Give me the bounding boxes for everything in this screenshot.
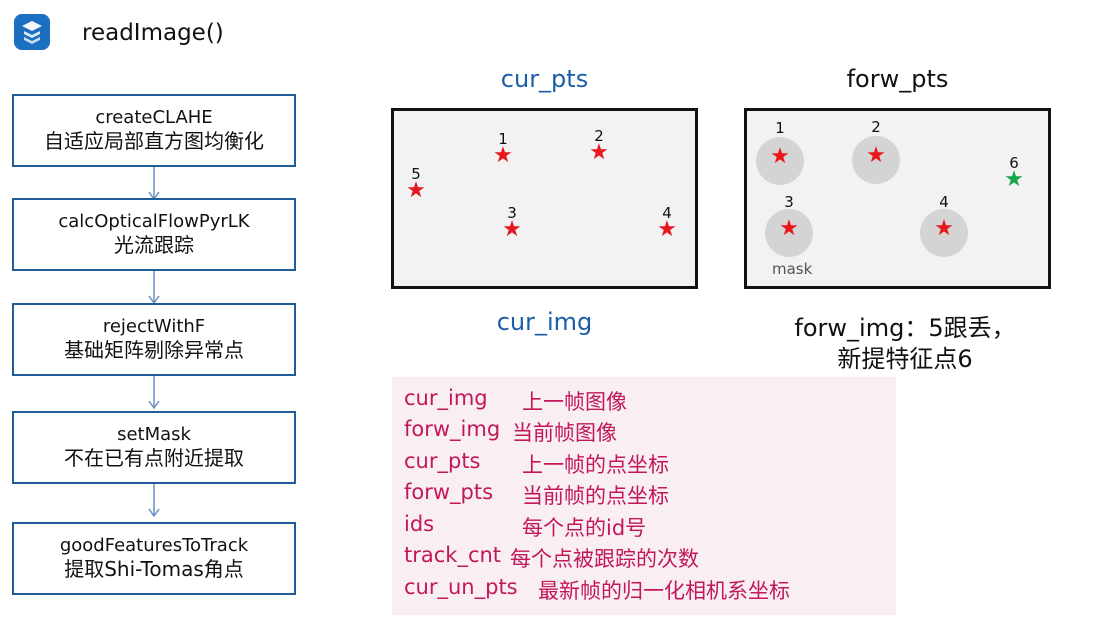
flow-arrow xyxy=(148,271,160,305)
flow-arrow xyxy=(148,167,160,201)
forw-img-caption-line2: 新提特征点6 xyxy=(837,345,973,373)
star-icon: ★ xyxy=(779,216,799,241)
mask-region xyxy=(852,136,900,184)
point-label: 5 xyxy=(411,165,421,183)
legend-description: 当前帧的点坐标 xyxy=(522,484,669,508)
mask-region xyxy=(765,209,813,257)
star-icon: ★ xyxy=(934,216,954,241)
star-icon: ★ xyxy=(589,140,609,165)
legend-key: forw_img xyxy=(404,417,501,441)
star-icon: ★ xyxy=(657,217,677,242)
flow-step-set-mask: setMask 不在已有点附近提取 xyxy=(12,411,296,484)
forw-point-1: 1 ★ xyxy=(765,119,795,169)
legend-description: 上一帧的点坐标 xyxy=(522,453,669,477)
forw-img-caption-line1: forw_img：5跟丢， xyxy=(794,314,1016,342)
forw-point-6: 6 ★ xyxy=(999,154,1029,194)
flow-step-good-features: goodFeaturesToTrack 提取Shi-Tomas角点 xyxy=(12,522,296,595)
forw-point-2: 2 ★ xyxy=(861,118,891,168)
forw-point-3: 3 ★ xyxy=(774,193,804,241)
flow-step-optical-flow: calcOpticalFlowPyrLK 光流跟踪 xyxy=(12,198,296,271)
flow-step-description: 提取Shi-Tomas角点 xyxy=(64,557,244,582)
flow-arrow xyxy=(148,376,160,410)
cur-point-4: 4 ★ xyxy=(652,204,682,244)
cur-pts-title: cur_pts xyxy=(500,65,589,93)
legend-key: forw_pts xyxy=(404,480,494,504)
cur-frame: 1 ★ 2 ★ 5 ★ 3 ★ 4 ★ xyxy=(391,108,698,289)
flow-step-function: createCLAHE xyxy=(95,107,213,129)
point-label: 1 xyxy=(775,119,785,137)
forw-point-4: 4 ★ xyxy=(929,193,959,241)
cur-point-3: 3 ★ xyxy=(497,204,527,244)
point-label: 2 xyxy=(594,127,604,145)
cur-img-caption: cur_img xyxy=(496,308,593,336)
flow-step-function: calcOpticalFlowPyrLK xyxy=(58,211,250,233)
flow-step-description: 光流跟踪 xyxy=(114,233,194,258)
star-icon: ★ xyxy=(1004,167,1024,192)
legend-key: cur_un_pts xyxy=(404,575,518,599)
flow-step-clahe: createCLAHE 自适应局部直方图均衡化 xyxy=(12,94,296,167)
legend-description: 当前帧图像 xyxy=(512,421,617,445)
cur-point-5: 5 ★ xyxy=(401,165,431,205)
legend-key: ids xyxy=(404,512,435,536)
flow-step-description: 自适应局部直方图均衡化 xyxy=(44,129,264,154)
page-title: readImage() xyxy=(82,20,224,46)
legend-description: 每个点被跟踪的次数 xyxy=(510,547,699,571)
star-icon: ★ xyxy=(493,143,513,168)
cur-point-2: 2 ★ xyxy=(584,127,614,167)
legend-key: track_cnt xyxy=(404,543,502,567)
flow-step-function: setMask xyxy=(117,424,191,446)
point-label: 3 xyxy=(507,204,517,222)
star-icon: ★ xyxy=(502,217,522,242)
legend-description: 上一帧图像 xyxy=(522,390,627,414)
flow-step-function: rejectWithF xyxy=(102,316,206,338)
legend-description: 最新帧的归一化相机系坐标 xyxy=(538,579,790,603)
flow-step-function: goodFeaturesToTrack xyxy=(59,535,249,557)
mask-region xyxy=(756,137,804,185)
flow-step-description: 不在已有点附近提取 xyxy=(64,446,244,471)
point-label: 3 xyxy=(784,193,794,211)
flow-step-reject-with-f: rejectWithF 基础矩阵剔除异常点 xyxy=(12,303,296,376)
star-icon: ★ xyxy=(770,144,790,169)
app-logo xyxy=(14,14,50,50)
point-label: 6 xyxy=(1009,154,1019,172)
star-icon: ★ xyxy=(406,178,426,203)
point-label: 1 xyxy=(498,130,508,148)
legend-description: 每个点的id号 xyxy=(522,516,647,540)
point-label: 2 xyxy=(871,118,881,136)
legend-key: cur_pts xyxy=(404,449,481,473)
legend-key: cur_img xyxy=(404,386,488,410)
mask-label: mask xyxy=(772,260,813,278)
star-icon: ★ xyxy=(866,143,886,168)
flow-arrow xyxy=(148,484,160,518)
forw-pts-title: forw_pts xyxy=(846,65,949,93)
cur-point-1: 1 ★ xyxy=(488,130,518,170)
forw-frame: 1 ★ 2 ★ 6 ★ 3 ★ 4 ★ mask xyxy=(744,108,1051,289)
mask-region xyxy=(920,209,968,257)
variable-legend: cur_img 上一帧图像 forw_img 当前帧图像 cur_pts 上一帧… xyxy=(392,377,896,615)
point-label: 4 xyxy=(939,193,949,211)
point-label: 4 xyxy=(662,204,672,222)
flow-step-description: 基础矩阵剔除异常点 xyxy=(64,338,244,363)
